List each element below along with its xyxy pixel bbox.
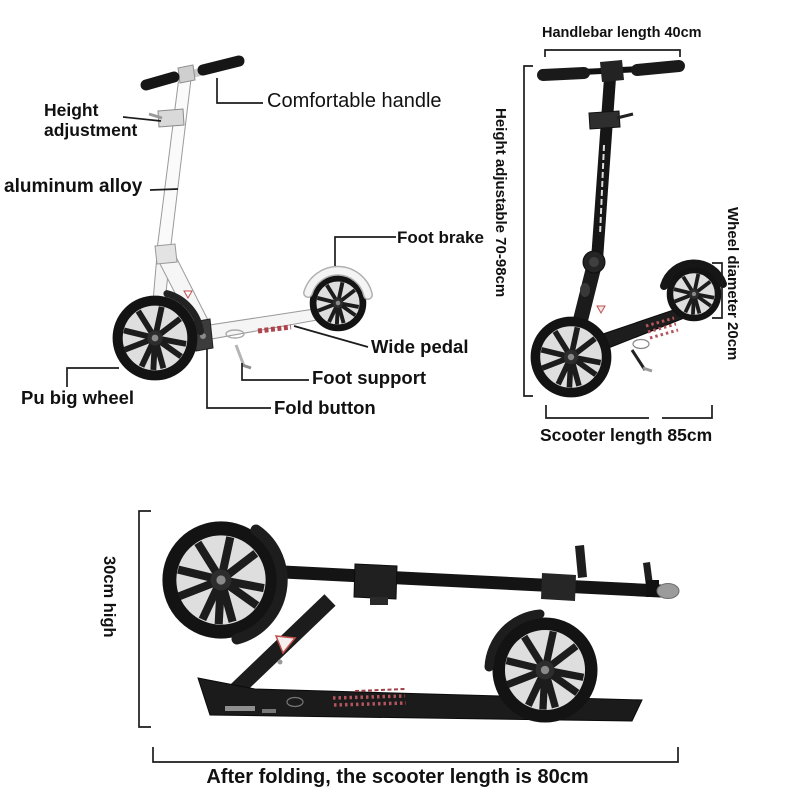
white-scooter-photo [118, 55, 373, 375]
label-folded-height: 30cm high [100, 556, 118, 638]
label-handlebar-length: Handlebar length 40cm [542, 25, 702, 41]
label-pu-big-wheel: Pu big wheel [21, 387, 135, 408]
label-foot-brake: Foot brake [397, 228, 484, 247]
label-foot-support: Foot support [312, 367, 427, 388]
leader-lines [66, 78, 396, 409]
black-scooter-photo [535, 60, 727, 393]
label-folded-length: After folding, the scooter length is 80c… [206, 766, 589, 788]
label-height-adjustable: Height adjustable 70-98cm [492, 108, 509, 298]
label-wheel-diameter: Wheel diameter 20cm [724, 207, 741, 361]
dimension-brackets [138, 49, 723, 763]
label-comfortable-handle: Comfortable handle [267, 90, 442, 112]
folded-scooter-photo [169, 528, 680, 721]
label-fold-button: Fold button [274, 397, 376, 418]
label-height-adjustment: Height adjustment [44, 100, 138, 140]
label-aluminum-alloy: aluminum alloy [4, 176, 143, 197]
label-scooter-length: Scooter length 85cm [540, 425, 713, 445]
label-wide-pedal: Wide pedal [371, 336, 469, 357]
